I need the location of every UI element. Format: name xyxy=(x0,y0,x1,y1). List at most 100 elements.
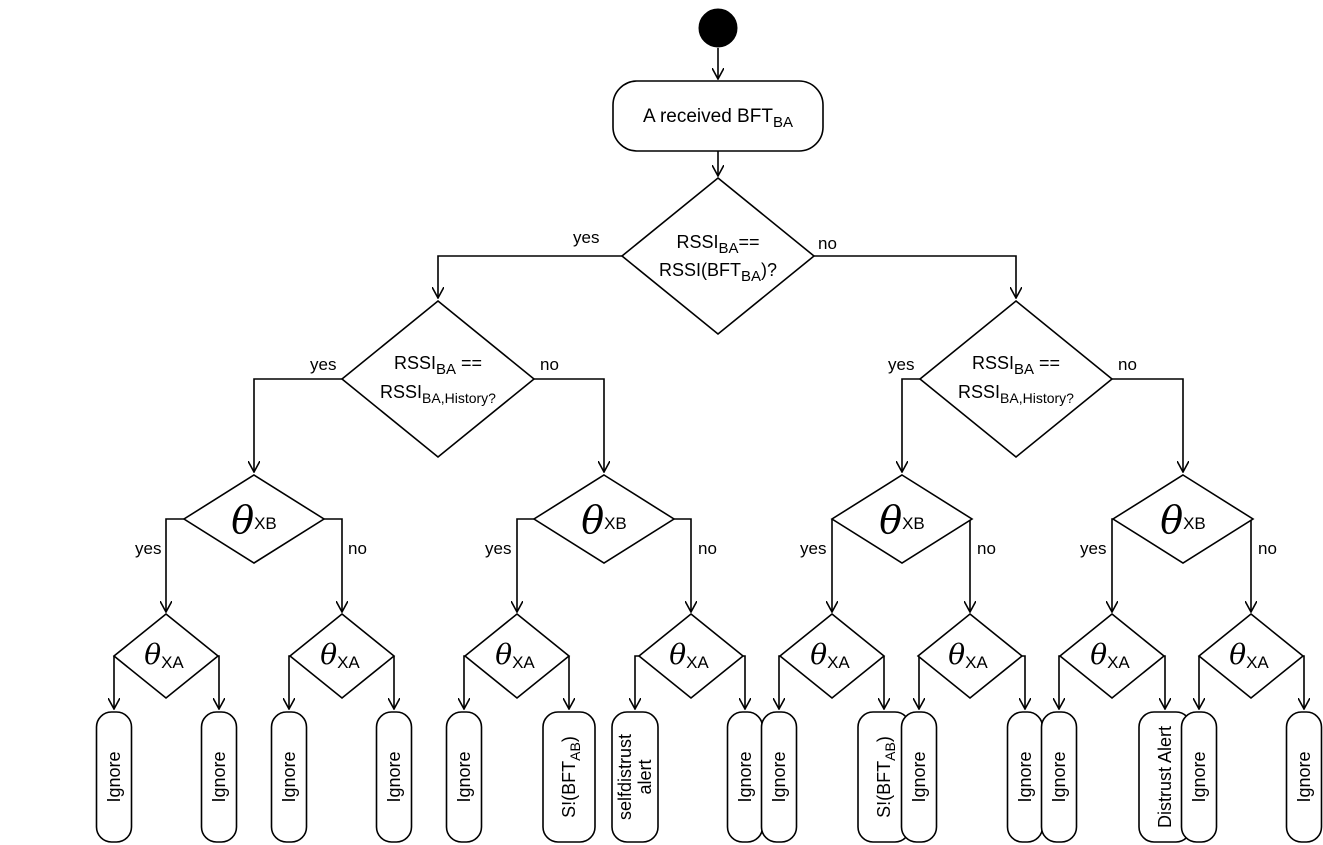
edge-history-left-yes xyxy=(254,378,342,472)
edge-theta-xa-4-left xyxy=(635,655,639,709)
theta-xb-1-yes-label: yes xyxy=(135,539,161,558)
theta-xa-decision-6: θXA xyxy=(916,612,1024,700)
outcome-box xyxy=(900,711,938,843)
outcome-terminal-1: Ignore xyxy=(95,711,133,843)
edge-theta-xa-4-right xyxy=(743,655,745,709)
outcome-label-1-line-1: Ignore xyxy=(104,751,124,802)
edge-labels: yes no yes no yes no yes no yes no yes n… xyxy=(135,228,1277,558)
theta-xa-label-5: θXA xyxy=(810,638,850,672)
history-decision-right: RSSIBA ==RSSIBA,History? xyxy=(918,299,1114,459)
outcome-terminal-5: Ignore xyxy=(445,711,483,843)
theta-xa-decision-3: θXA xyxy=(463,612,571,700)
history-left-no-label: no xyxy=(540,355,559,374)
theta-xa-decision-3-shape xyxy=(463,612,571,700)
outcome-box xyxy=(611,711,659,843)
theta-xa-decision-7-shape xyxy=(1058,612,1166,700)
theta-xb-decision-2: θXB xyxy=(532,474,676,564)
theta-xa-label-1: θXA xyxy=(144,638,184,672)
outcome-label-10-line-1: S!(BFTAB) xyxy=(874,736,898,818)
edge-theta-xa-5-left xyxy=(779,655,780,709)
outcome-terminal-2: Ignore xyxy=(200,711,238,843)
history-right-yes-label: yes xyxy=(888,355,914,374)
edge-theta-xb-4-no xyxy=(1251,518,1253,612)
outcome-label-4-line-1: Ignore xyxy=(384,751,404,802)
root-rssi-decision-shape xyxy=(620,176,816,336)
theta-xa-decision-8-shape xyxy=(1197,612,1305,700)
outcome-label-14-line-1: Distrust Alert xyxy=(1155,726,1175,828)
outcome-box xyxy=(95,711,133,843)
theta-xa-decision-1: θXA xyxy=(112,612,220,700)
outcome-label-13-line-1: Ignore xyxy=(1049,751,1069,802)
outcome-box xyxy=(270,711,308,843)
outcome-label-7-line-1: selfdistrust xyxy=(615,734,635,820)
history-left-line-2: RSSIBA,History? xyxy=(380,382,496,406)
outcome-terminal-11: Ignore xyxy=(900,711,938,843)
outcome-box xyxy=(760,711,798,843)
history-decision-left-shape xyxy=(340,299,536,459)
theta-xa-decision-4-shape xyxy=(637,612,745,700)
theta-xa-label-8: θXA xyxy=(1229,638,1269,672)
edge-theta-xb-1-no xyxy=(324,518,342,612)
theta-xa-decision-7: θXA xyxy=(1058,612,1166,700)
outcome-box xyxy=(200,711,238,843)
theta-xb-decision-1: θXB xyxy=(182,474,326,564)
theta-xa-decision-1-shape xyxy=(112,612,220,700)
outcome-box xyxy=(445,711,483,843)
root-decision-line-2: RSSI(BFTBA)? xyxy=(659,260,777,285)
edge-theta-xa-6-left xyxy=(918,655,919,709)
outcome-terminal-10: S!(BFTAB) xyxy=(857,711,911,843)
edge-theta-xa-3-left xyxy=(464,655,465,709)
theta-xb-decision-4-shape xyxy=(1111,474,1255,564)
edge-history-right-yes xyxy=(902,378,920,472)
theta-xa-decision-6-shape xyxy=(916,612,1024,700)
outcome-terminal-9: Ignore xyxy=(760,711,798,843)
theta-xa-decision-2-shape xyxy=(288,612,396,700)
outcome-box xyxy=(375,711,413,843)
flow-nodes: A received BFTBARSSIBA==RSSI(BFTBA)?RSSI… xyxy=(95,8,1323,843)
edge-theta-xb-1-yes xyxy=(166,518,184,612)
edge-theta-xa-7-right xyxy=(1164,655,1165,709)
theta-xa-label-7: θXA xyxy=(1090,638,1130,672)
theta-xa-label-6: θXA xyxy=(948,638,988,672)
outcome-label-11-line-1: Ignore xyxy=(909,751,929,802)
theta-xb-4-no-label: no xyxy=(1258,539,1277,558)
theta-xa-decision-5-shape xyxy=(778,612,886,700)
root-rssi-decision: RSSIBA== RSSI(BFTBA)? xyxy=(620,176,816,336)
theta-xb-3-no-label: no xyxy=(977,539,996,558)
outcome-terminal-14: Distrust Alert xyxy=(1138,711,1192,843)
outcome-label-16-line-1: Ignore xyxy=(1294,751,1314,802)
outcome-label-8-line-1: Ignore xyxy=(735,751,755,802)
history-left-yes-label: yes xyxy=(310,355,336,374)
edge-root-yes xyxy=(438,255,622,298)
edge-theta-xa-8-right xyxy=(1303,655,1304,709)
outcome-terminal-4: Ignore xyxy=(375,711,413,843)
theta-xb-decision-4: θXB xyxy=(1111,474,1255,564)
theta-xb-2-yes-label: yes xyxy=(485,539,511,558)
start-node xyxy=(698,8,738,48)
theta-xb-2-no-label: no xyxy=(698,539,717,558)
theta-xb-decision-3: θXB xyxy=(830,474,974,564)
outcome-label-7-line-2: alert xyxy=(635,759,655,794)
received-bft-action: A received BFTBA xyxy=(612,80,824,152)
edge-theta-xb-4-yes xyxy=(1112,518,1113,612)
outcome-box xyxy=(1040,711,1078,843)
history-right-line-1: RSSIBA == xyxy=(972,353,1060,378)
outcome-terminal-6: S!(BFTAB) xyxy=(542,711,596,843)
theta-xb-label-2: θXB xyxy=(581,498,627,542)
outcome-label-5-line-1: Ignore xyxy=(454,751,474,802)
history-left-line-1: RSSIBA == xyxy=(394,353,482,378)
theta-xb-decision-2-shape xyxy=(532,474,676,564)
theta-xb-decision-1-shape xyxy=(182,474,326,564)
edge-history-right-no xyxy=(1112,378,1183,472)
action-label: A received BFTBA xyxy=(643,106,793,131)
root-decision-line-1: RSSIBA== xyxy=(676,232,759,257)
theta-xa-decision-4: θXA xyxy=(637,612,745,700)
action-box xyxy=(612,80,824,152)
history-right-no-label: no xyxy=(1118,355,1137,374)
outcome-terminal-13: Ignore xyxy=(1040,711,1078,843)
outcome-terminal-3: Ignore xyxy=(270,711,308,843)
edge-root-no xyxy=(814,255,1016,298)
outcome-label-15-line-1: Ignore xyxy=(1189,751,1209,802)
outcome-terminal-8: Ignore xyxy=(726,711,764,843)
